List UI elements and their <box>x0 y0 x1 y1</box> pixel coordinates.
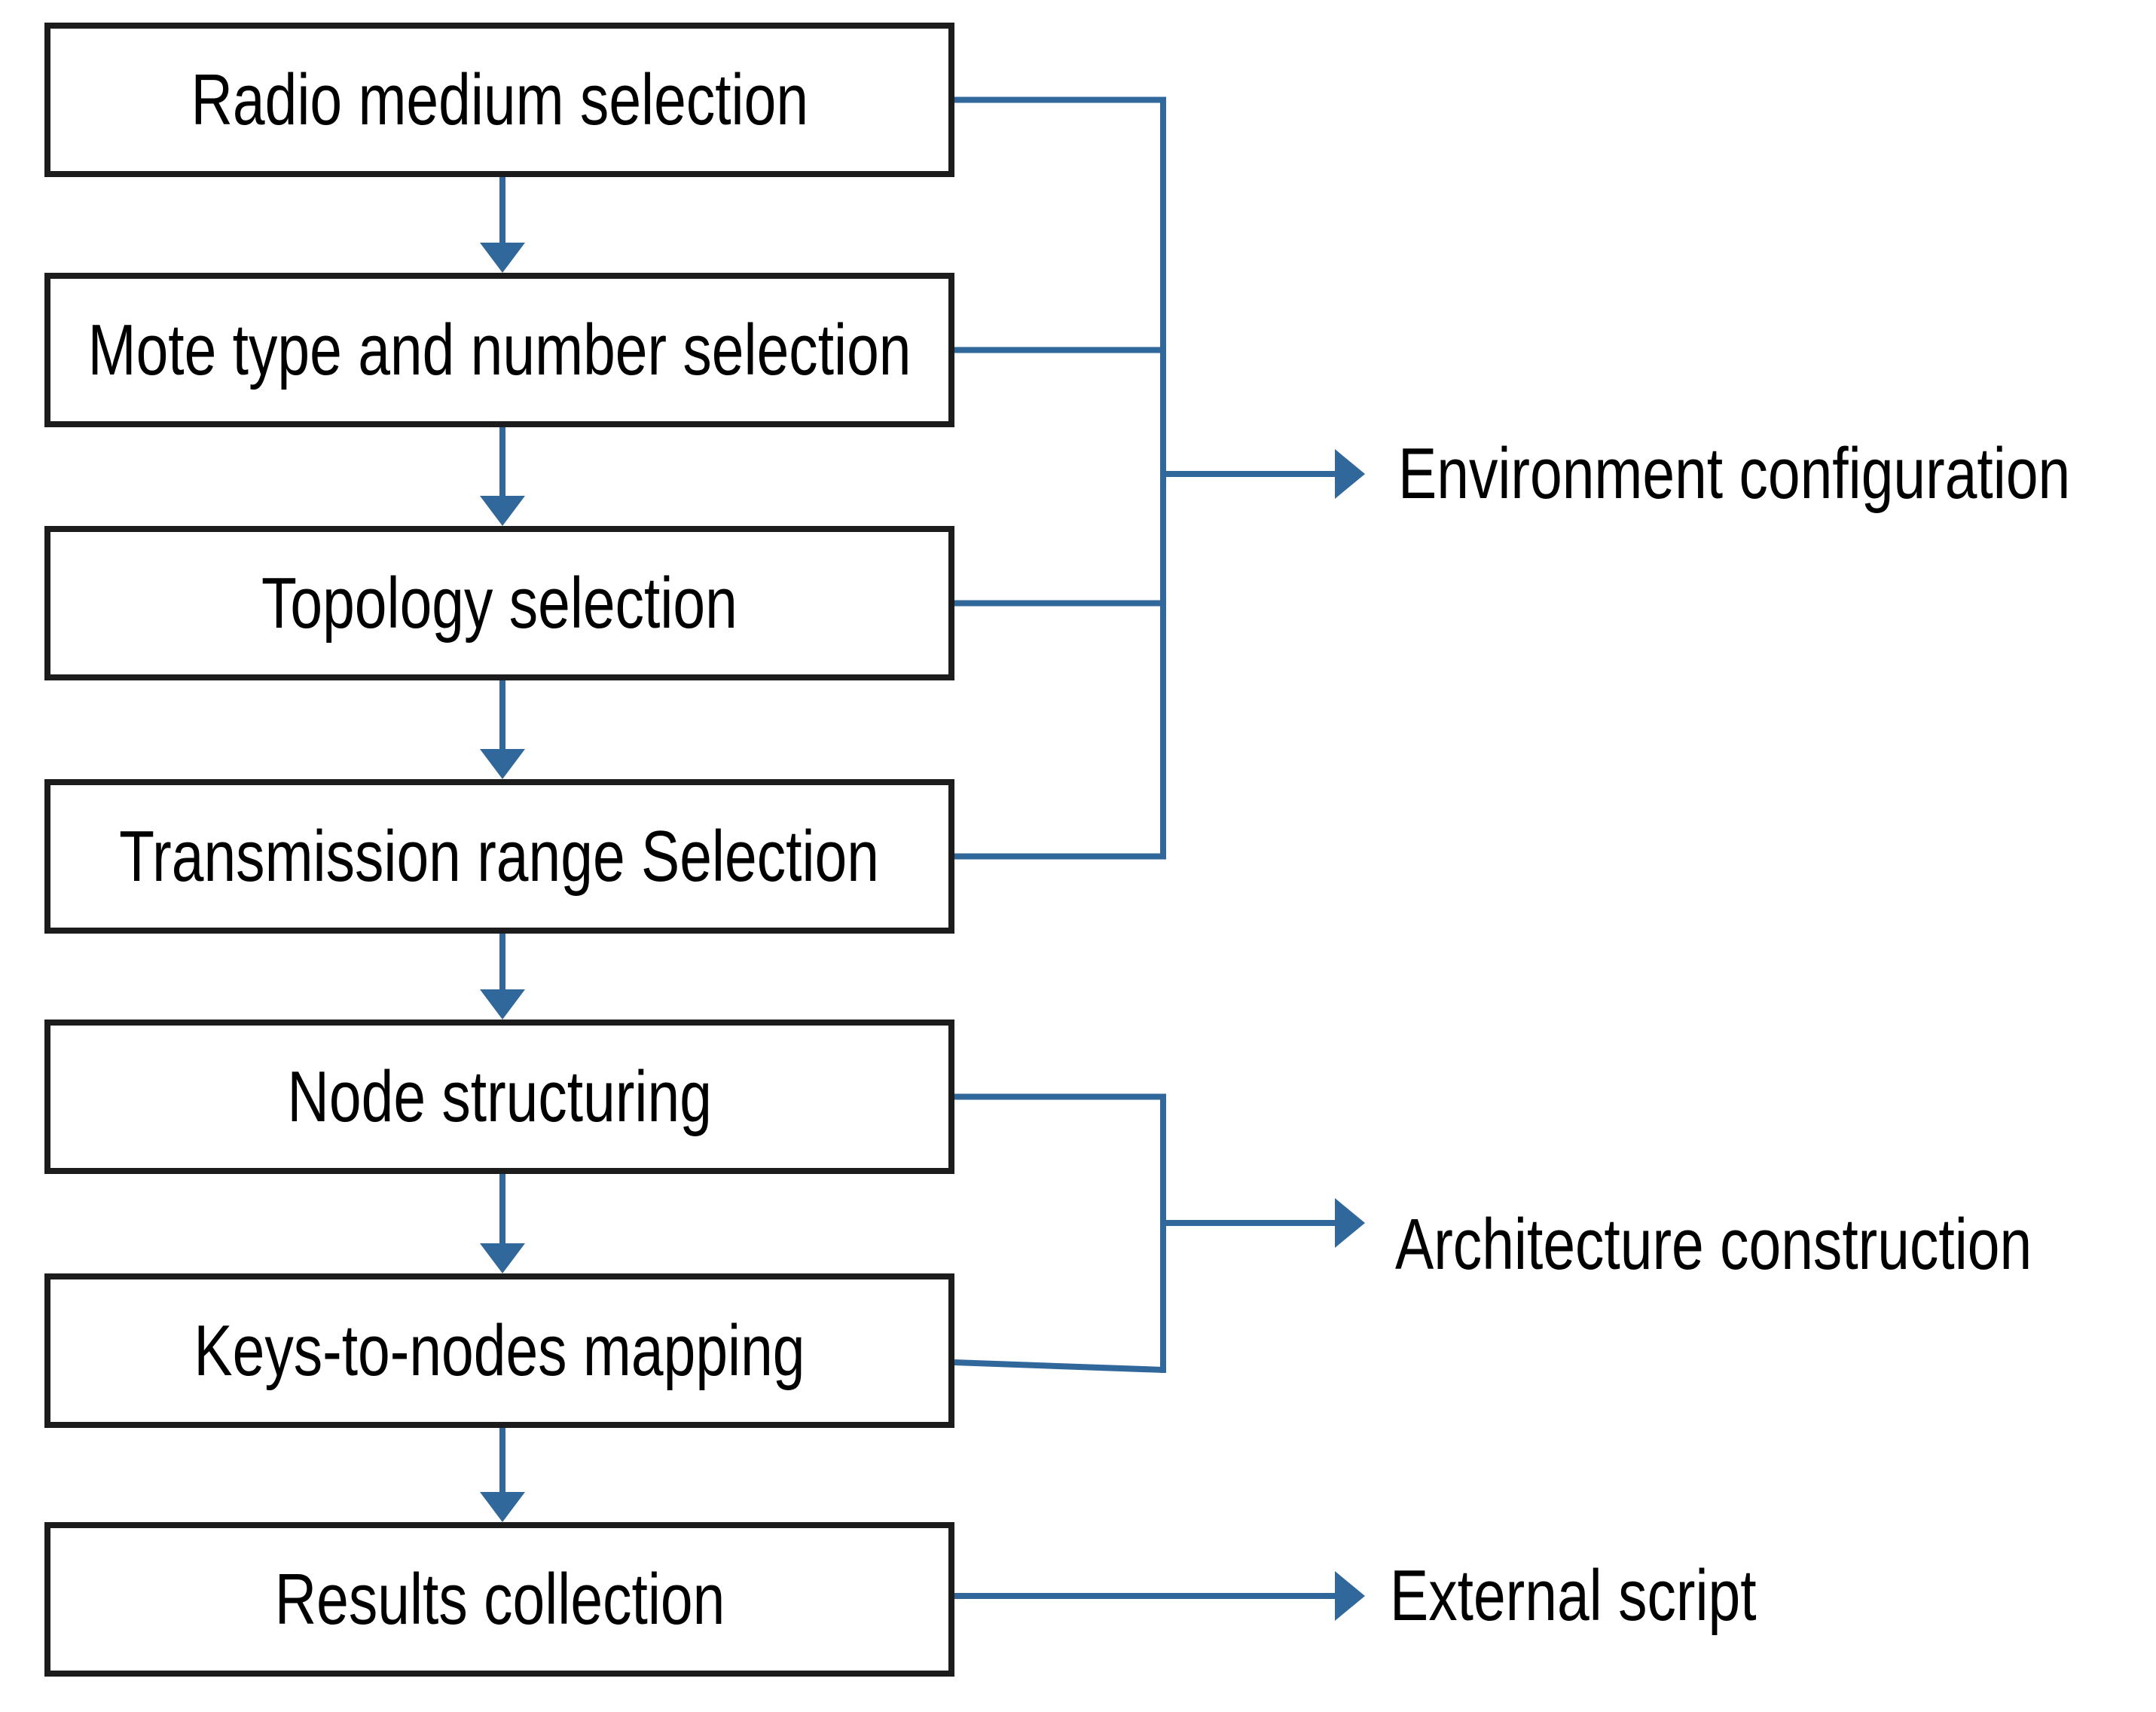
box-label: Keys-to-nodes mapping <box>194 1310 805 1391</box>
box-transmission-range-selection: Transmission range Selection <box>44 779 954 934</box>
flow-arrowhead-down-2 <box>480 496 525 526</box>
box-label: Radio medium selection <box>191 59 808 140</box>
flow-arrowhead-down-5 <box>480 1243 525 1273</box>
flow-arrowhead-down-1 <box>480 243 525 273</box>
arch-connector-keys-mapping <box>954 1359 1164 1373</box>
box-node-structuring: Node structuring <box>44 1020 954 1174</box>
box-label: Results collection <box>274 1558 725 1640</box>
box-label: Topology selection <box>261 562 737 644</box>
box-label: Transmission range Selection <box>119 815 880 897</box>
output-label-external-script: External script <box>1390 1555 1757 1636</box>
box-results-collection: Results collection <box>44 1522 954 1677</box>
output-label-architecture-construction: Architecture construction <box>1395 1204 2032 1285</box>
box-label: Mote type and number selection <box>87 309 912 390</box>
external-arrowhead-icon <box>1335 1571 1365 1621</box>
box-mote-type-number-selection: Mote type and number selection <box>44 273 954 427</box>
flow-arrowhead-down-3 <box>480 749 525 779</box>
arch-arrowhead-icon <box>1335 1198 1365 1248</box>
box-topology-selection: Topology selection <box>44 526 954 680</box>
box-keys-to-nodes-mapping: Keys-to-nodes mapping <box>44 1273 954 1428</box>
box-radio-medium-selection: Radio medium selection <box>44 23 954 177</box>
box-label: Node structuring <box>287 1056 712 1137</box>
flow-arrowhead-down-6 <box>480 1492 525 1522</box>
flow-arrowhead-down-4 <box>480 989 525 1020</box>
env-arrowhead-icon <box>1335 449 1365 499</box>
output-label-environment-configuration: Environment configuration <box>1398 433 2071 514</box>
